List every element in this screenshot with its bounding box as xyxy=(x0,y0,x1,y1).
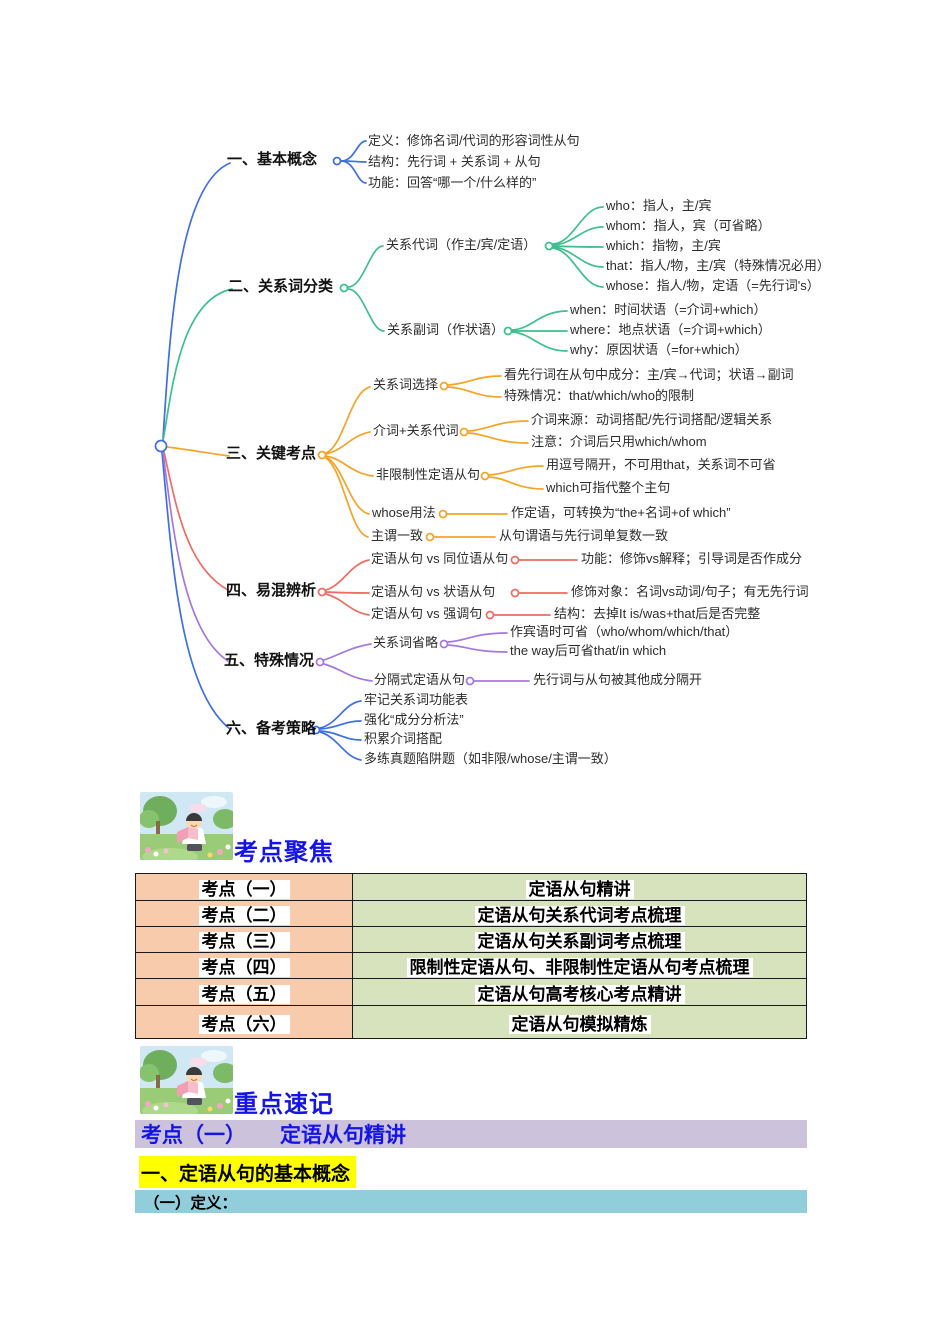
mindmap-leaf: which可指代整个主句 xyxy=(546,480,671,495)
focus-point-title: 定语从句关系副词考点梳理 xyxy=(474,932,685,951)
mindmap-node-label: 关系词选择 xyxy=(373,377,439,392)
focus-point-number: 考点（六） xyxy=(198,1014,290,1034)
mindmap-connectors xyxy=(154,140,604,761)
mindmap-node-circles xyxy=(154,156,554,735)
focus-point-number: 考点（一） xyxy=(198,879,290,899)
mindmap-leaf: 先行词与从句被其他成分隔开 xyxy=(533,672,703,687)
focus-point-number: 考点（二） xyxy=(198,906,290,925)
quick-notes-section-title: 重点速记 xyxy=(234,1091,334,1118)
focus-point-number: 考点（四） xyxy=(198,958,290,977)
mindmap-node-label: 定语从句 vs 强调句 xyxy=(371,606,483,621)
mindmap-node-label: 关系词省略 xyxy=(373,635,439,650)
mindmap-leaf: 功能：回答“哪一个/什么样的” xyxy=(368,175,537,190)
topic-heading-band: 考点（一） 定语从句精讲 xyxy=(135,1120,807,1148)
mindmap-leaf: the way后可省that/in which xyxy=(510,643,667,658)
mindmap-branch-label: 三、关键考点 xyxy=(226,445,317,462)
table-row: 考点（五） 定语从句高考核心考点精讲 xyxy=(135,978,807,1006)
mindmap-leaf: 多练真题陷阱题（如非限/whose/主谓一致） xyxy=(364,751,617,766)
definition-subheading: （一）定义： xyxy=(144,1194,238,1212)
mindmap-node-label: 关系代词（作主/宾/定语） xyxy=(386,237,537,252)
focus-points-table: 考点（一） 定语从句精讲 考点（二） 定语从句关系代词考点梳理 考点（三） 定语… xyxy=(135,873,807,1039)
mindmap-leaf: 功能：修饰vs解释；引导词是否作成分 xyxy=(581,551,803,566)
definition-subheading-band: （一）定义： xyxy=(135,1190,807,1213)
mindmap-leaf: that：指人/物，主/宾（特殊情况必用） xyxy=(606,258,830,273)
mindmap-leaf: when：时间状语（=介词+which） xyxy=(570,302,767,317)
mindmap-node-label: 关系副词（作状语） xyxy=(387,322,505,337)
mindmap-branch-label: 五、特殊情况 xyxy=(224,652,315,669)
mindmap-leaf: 看先行词在从句中成分：主/宾→代词；状语→副词 xyxy=(504,367,794,382)
mindmap-leaf: 作定语，可转换为“the+名词+of which” xyxy=(511,505,731,520)
focus-section-title: 考点聚焦 xyxy=(234,839,334,866)
focus-point-number: 考点（五） xyxy=(198,984,290,1004)
mindmap-leaf: 结构：先行词 + 关系词 + 从句 xyxy=(368,154,541,169)
focus-point-title: 限制性定语从句、非限制性定语从句考点梳理 xyxy=(406,958,753,977)
mindmap-node-label: 非限制性定语从句 xyxy=(376,467,481,482)
table-row: 考点（三） 定语从句关系副词考点梳理 xyxy=(135,926,807,953)
mindmap-node-label: 分隔式定语从句 xyxy=(374,672,466,687)
mindmap-leaf: 特殊情况：that/which/who的限制 xyxy=(504,388,694,403)
mindmap-leaf: 从句谓语与先行词单复数一致 xyxy=(499,528,669,543)
mindmap-branch-label: 四、易混辨析 xyxy=(226,582,317,599)
mindmap-leaf: 用逗号隔开，不可用that，关系词不可省 xyxy=(546,457,776,472)
mindmap-leaf: 作宾语时可省（who/whom/which/that） xyxy=(510,624,739,639)
table-row: 考点（六） 定语从句模拟精炼 xyxy=(135,1005,807,1039)
mindmap-leaf: 结构：去掉It is/was+that后是否完整 xyxy=(554,606,761,621)
table-row: 考点（二） 定语从句关系代词考点梳理 xyxy=(135,900,807,927)
focus-point-title: 定语从句高考核心考点精讲 xyxy=(474,984,685,1004)
mindmap-leaf: 注意：介词后只用which/whom xyxy=(531,434,707,449)
table-row: 考点（四） 限制性定语从句、非限制性定语从句考点梳理 xyxy=(135,952,807,979)
reading-boy-illustration xyxy=(140,1046,233,1114)
mindmap-leaf: 修饰对象：名词vs动词/句子；有无先行词 xyxy=(571,584,809,599)
mindmap-node-label: 定语从句 vs 状语从句 xyxy=(371,584,496,599)
topic-title: 定语从句精讲 xyxy=(280,1124,406,1147)
mindmap-leaf: 强化“成分分析法” xyxy=(364,712,464,727)
mindmap-node-label: 主谓一致 xyxy=(371,528,424,543)
mindmap-leaf: whose：指人/物，定语（=先行词's） xyxy=(606,278,820,293)
mindmap-leaf: where：地点状语（=介词+which） xyxy=(570,322,771,337)
mindmap-leaf: which：指物，主/宾 xyxy=(606,238,721,253)
focus-point-title: 定语从句关系代词考点梳理 xyxy=(474,906,685,925)
mindmap-leaf: 定义：修饰名词/代词的形容词性从句 xyxy=(368,133,580,148)
relative-clause-mindmap: 一、基本概念 定义：修饰名词/代词的形容词性从句 结构：先行词 + 关系词 + … xyxy=(154,133,830,766)
focus-point-title: 定语从句模拟精炼 xyxy=(508,1014,651,1034)
reading-boy-illustration xyxy=(140,792,233,860)
mindmap-node-label: 介词+关系代词 xyxy=(373,423,459,438)
table-row: 考点（一） 定语从句精讲 xyxy=(135,873,807,901)
mindmap-leaf: 积累介词搭配 xyxy=(364,731,443,746)
mindmap-leaf: whom：指人，宾（可省略） xyxy=(606,218,771,233)
mindmap-branch-label: 二、关系词分类 xyxy=(228,278,334,295)
mindmap-node-label: whose用法 xyxy=(372,505,436,520)
mindmap-node-label: 定语从句 vs 同位语从句 xyxy=(371,551,509,566)
yellow-highlight-heading: 一、定语从句的基本概念 xyxy=(139,1156,357,1188)
mindmap-leaf: why：原因状语（=for+which） xyxy=(570,342,748,357)
topic-number: 考点（一） xyxy=(141,1124,246,1147)
mindmap-leaf: 牢记关系词功能表 xyxy=(364,692,469,707)
focus-point-number: 考点（三） xyxy=(198,932,290,951)
mindmap-leaf: who：指人，主/宾 xyxy=(606,198,712,213)
mindmap-branch-label: 一、基本概念 xyxy=(227,151,318,168)
mindmap-branch-label: 六、备考策略 xyxy=(226,720,317,737)
focus-point-title: 定语从句精讲 xyxy=(525,879,634,899)
mindmap-leaf: 介词来源：动词搭配/先行词搭配/逻辑关系 xyxy=(531,412,773,427)
